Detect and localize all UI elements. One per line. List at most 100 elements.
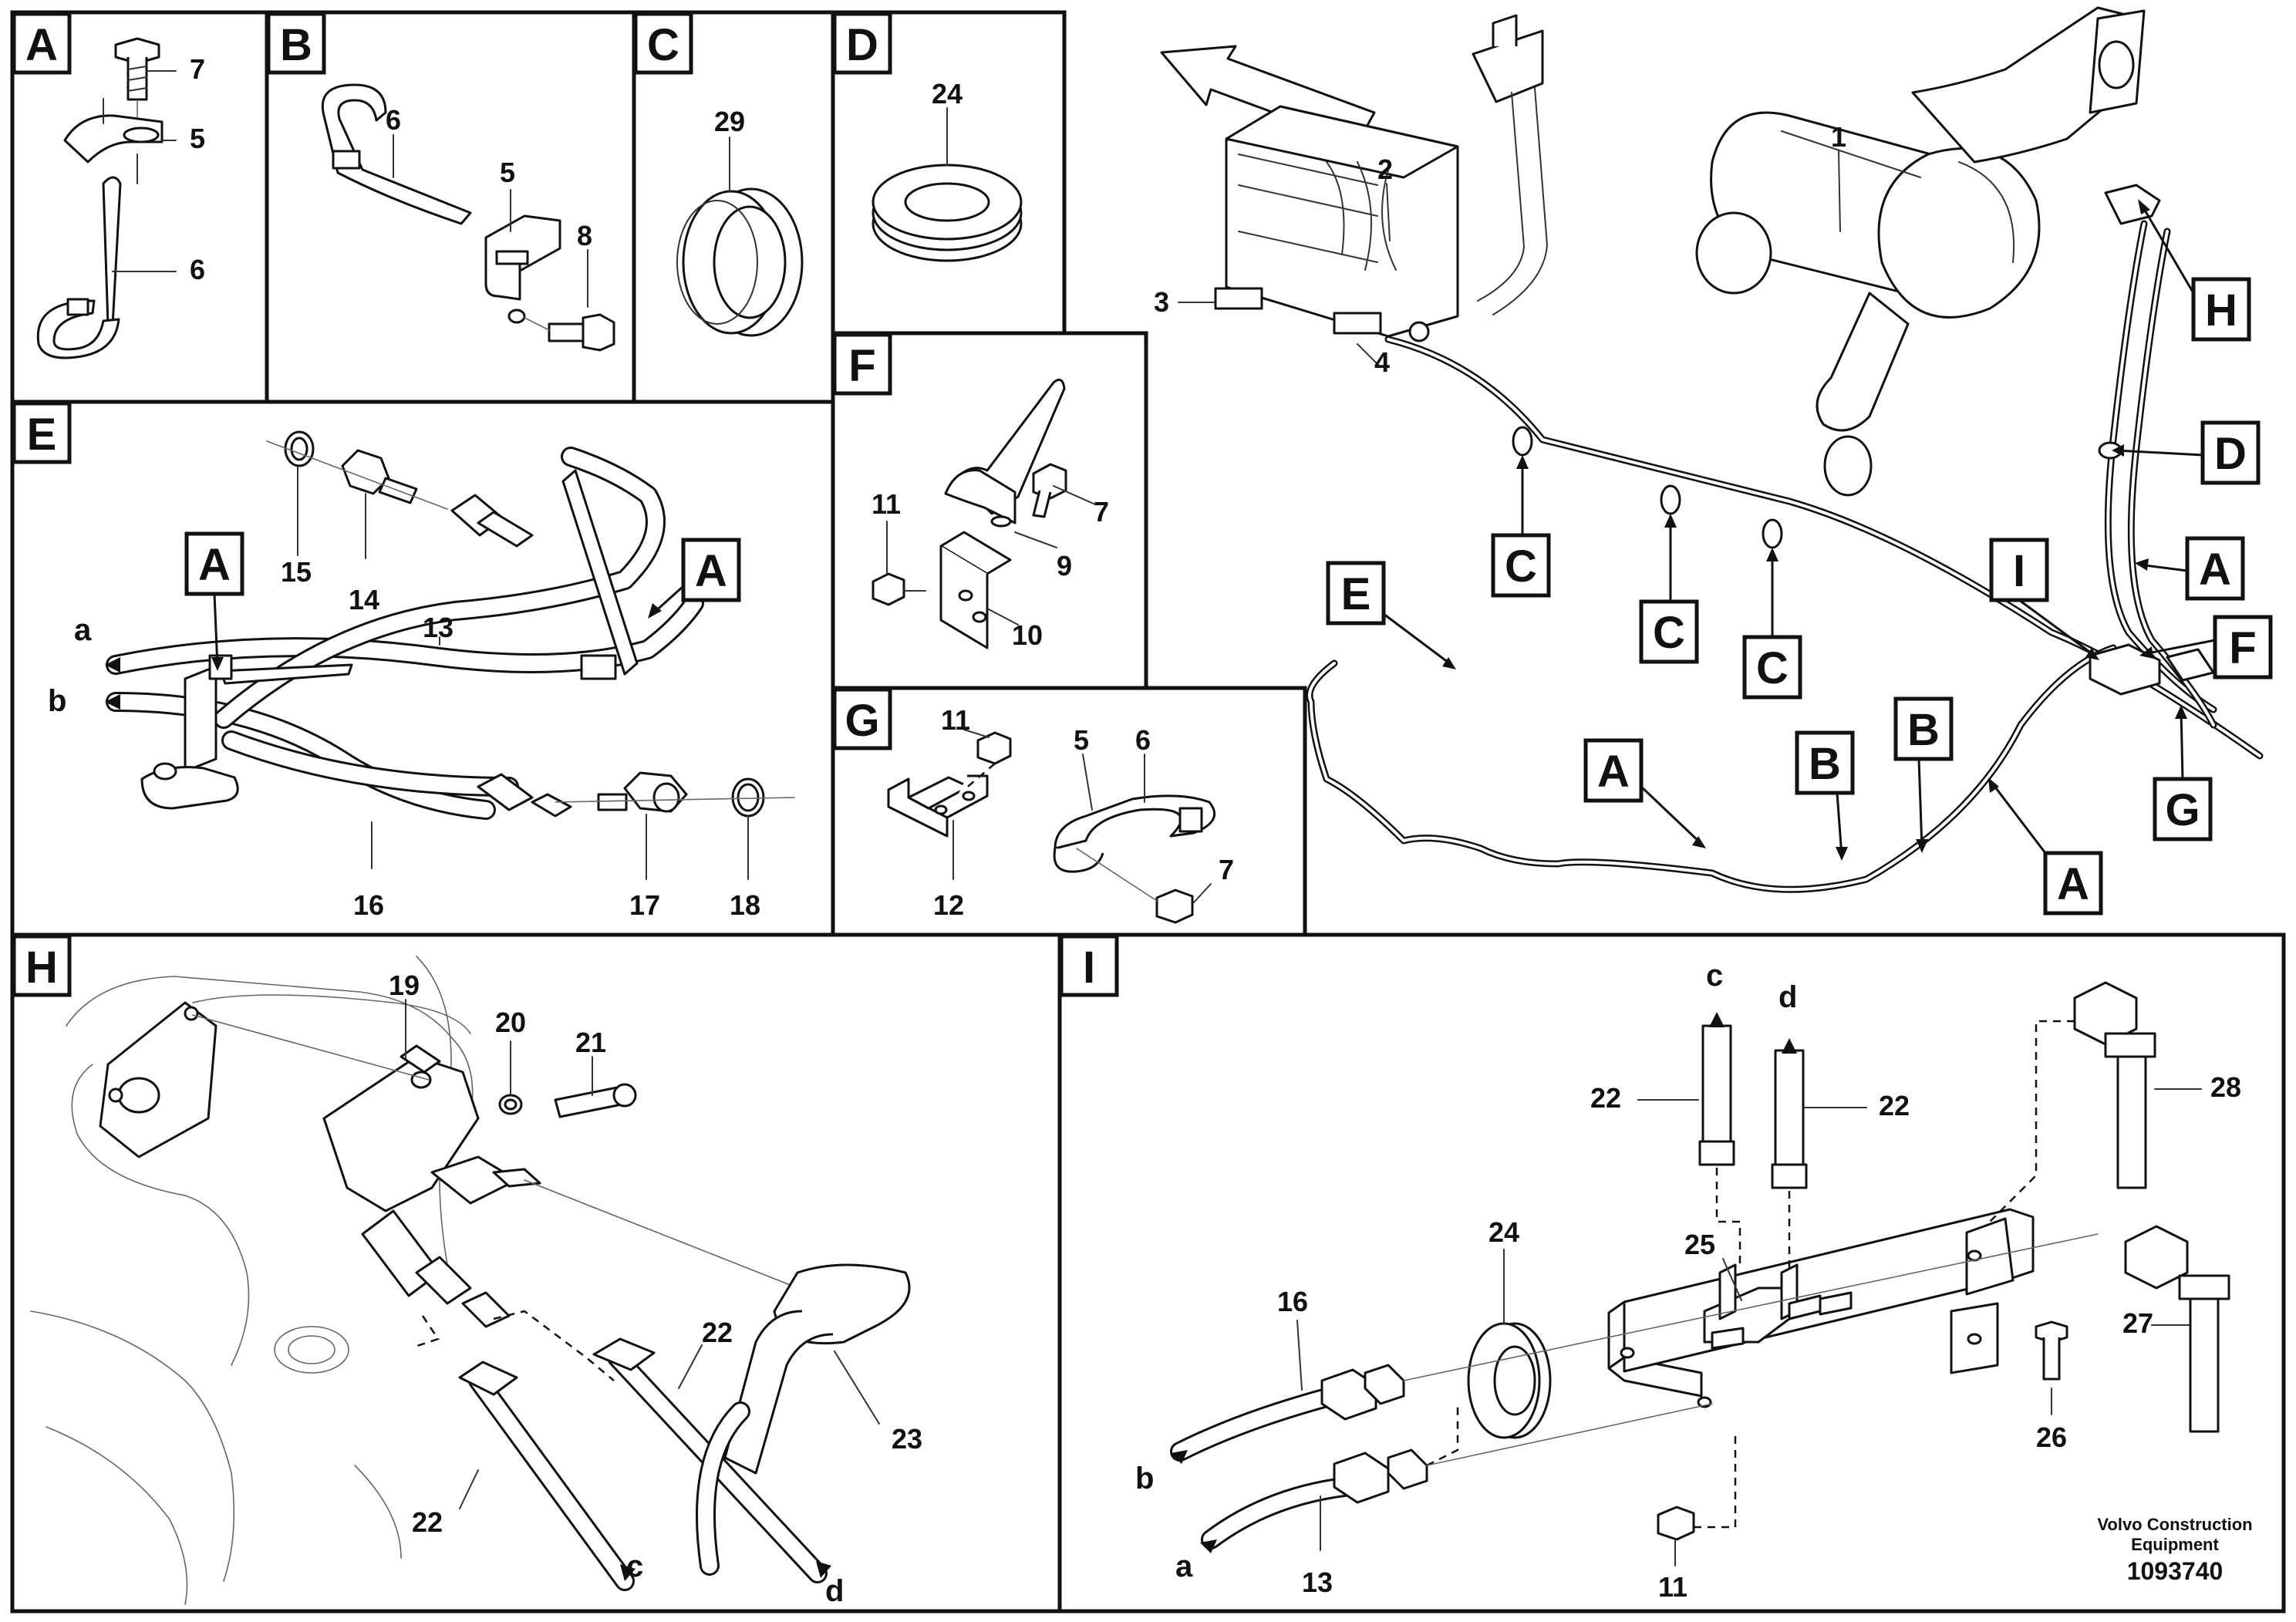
bolt-11 <box>872 572 926 606</box>
strap-5-6 <box>1053 794 1216 873</box>
clip-5 <box>484 214 561 301</box>
callout-I-24: 24 <box>1489 1216 1519 1248</box>
callout-I-25: 25 <box>1684 1229 1715 1260</box>
panel-B-drawing: 6 5 8 <box>322 83 615 352</box>
clip-9 <box>944 378 1066 528</box>
panel-C-drawing: 29 <box>676 106 804 337</box>
grommet-29 <box>676 187 804 337</box>
callout-E-16: 16 <box>353 889 384 921</box>
callout-I-28: 28 <box>2210 1071 2241 1103</box>
strap-6 <box>36 176 122 359</box>
callout-I-11: 11 <box>1658 1571 1687 1603</box>
callout-A-7: 7 <box>190 53 205 85</box>
callout-overview-3: 3 <box>1154 286 1169 318</box>
panel-H-drawing: c d 19 20 21 22 22 23 <box>30 956 922 1608</box>
callout-E-13: 13 <box>423 612 453 643</box>
callout-G-5: 5 <box>1074 724 1089 756</box>
panel-label-F: F <box>848 341 875 391</box>
document-number: 1093740 <box>2127 1557 2224 1585</box>
callout-H-20: 20 <box>495 1007 526 1038</box>
callout-H-23: 23 <box>892 1423 922 1455</box>
panel-letter-E: E <box>12 401 72 464</box>
callout-overview-1: 1 <box>1831 121 1846 153</box>
panel-letter-A: A <box>12 12 72 75</box>
tag-E-A-2: A <box>695 546 727 596</box>
tag-overview-A-right: A <box>2057 859 2089 909</box>
bolt-11 <box>976 731 1012 765</box>
hose-end-c: c <box>626 1549 643 1583</box>
callout-F-7: 7 <box>1094 496 1109 528</box>
callout-G-12: 12 <box>933 889 964 921</box>
panel-letter-B: B <box>266 12 326 75</box>
callout-B-8: 8 <box>577 220 592 251</box>
tag-E-A-1: A <box>198 540 231 590</box>
control-unit-2 <box>1214 105 1459 342</box>
hose-end-b: b <box>48 684 66 718</box>
tube-end-c: c <box>1706 959 1723 993</box>
bolt-7 <box>1032 463 1067 518</box>
pipe-up <box>1472 14 1548 315</box>
tag-overview-B-1: B <box>1809 739 1841 789</box>
tag-overview-C-1: C <box>1505 541 1537 592</box>
hose-end-a: a <box>1175 1549 1193 1583</box>
panel-label-B: B <box>280 20 312 70</box>
callout-E-14: 14 <box>349 584 379 615</box>
strap-6 <box>322 83 472 225</box>
callout-B-6: 6 <box>386 104 401 136</box>
panel-letter-H: H <box>12 934 72 997</box>
callout-H-19: 19 <box>389 969 420 1001</box>
footer: Volvo Construction Equipment 1093740 <box>2097 1515 2252 1585</box>
tag-overview-F: F <box>2229 623 2256 673</box>
panel-E-drawing: a b 15 14 13 16 17 18 A A <box>48 430 795 921</box>
callout-I-22-right: 22 <box>1879 1090 1910 1121</box>
tag-overview-I: I <box>2013 546 2025 596</box>
callout-C-29: 29 <box>714 106 745 137</box>
callout-B-5: 5 <box>500 157 515 188</box>
panel-letter-I: I <box>1059 934 1119 997</box>
tag-overview-A-bottom: A <box>1597 747 1630 797</box>
callout-E-17: 17 <box>629 889 660 921</box>
callout-H-21: 21 <box>575 1027 606 1058</box>
panel-frames <box>10 10 2286 1614</box>
hose-end-b: b <box>1135 1462 1154 1496</box>
panel-label-I: I <box>1083 943 1095 993</box>
callout-H-22-left: 22 <box>412 1506 443 1538</box>
panel-A-drawing: 7 5 6 <box>36 37 205 359</box>
callout-I-22-left: 22 <box>1590 1082 1621 1114</box>
company-name-line1: Volvo Construction <box>2097 1515 2252 1534</box>
callout-overview-4: 4 <box>1374 346 1390 378</box>
aftertreatment-1 <box>1695 6 2146 497</box>
callout-G-7: 7 <box>1219 854 1234 885</box>
company-name-line2: Equipment <box>2131 1535 2219 1554</box>
tag-overview-A-top: A <box>2199 545 2231 595</box>
tag-overview-C-3: C <box>1756 643 1789 693</box>
panel-letter-D: D <box>832 12 892 75</box>
bracket-10 <box>939 531 1012 649</box>
panel-label-D: D <box>846 20 878 70</box>
panel-letter-F: F <box>832 332 892 396</box>
panel-G-drawing: 11 5 6 12 7 <box>887 704 1234 924</box>
callout-A-5: 5 <box>190 123 205 154</box>
tag-overview-G: G <box>2165 785 2200 835</box>
callout-overview-2: 2 <box>1377 153 1393 185</box>
callout-G-6: 6 <box>1135 724 1151 756</box>
panel-letter-G: G <box>832 687 892 750</box>
clip-5 <box>63 98 164 184</box>
grommet-24 <box>872 164 1023 262</box>
panel-label-H: H <box>25 943 58 993</box>
callout-F-10: 10 <box>1012 619 1043 651</box>
callout-I-26: 26 <box>2036 1421 2067 1453</box>
bolt-8 <box>507 309 615 352</box>
hose-end-a: a <box>74 613 92 647</box>
bolt-7 <box>1155 889 1194 924</box>
panel-label-G: G <box>845 696 879 746</box>
callout-I-27: 27 <box>2122 1307 2153 1339</box>
callout-A-6: 6 <box>190 254 205 285</box>
panel-label-C: C <box>647 20 679 70</box>
overview-drawing: 1 2 3 4 H D A I F G A <box>1154 6 2273 916</box>
hose-end-d: d <box>825 1574 844 1608</box>
callout-G-11: 11 <box>941 704 970 736</box>
panel-label-A: A <box>25 20 58 70</box>
tag-overview-B-2: B <box>1907 705 1940 755</box>
